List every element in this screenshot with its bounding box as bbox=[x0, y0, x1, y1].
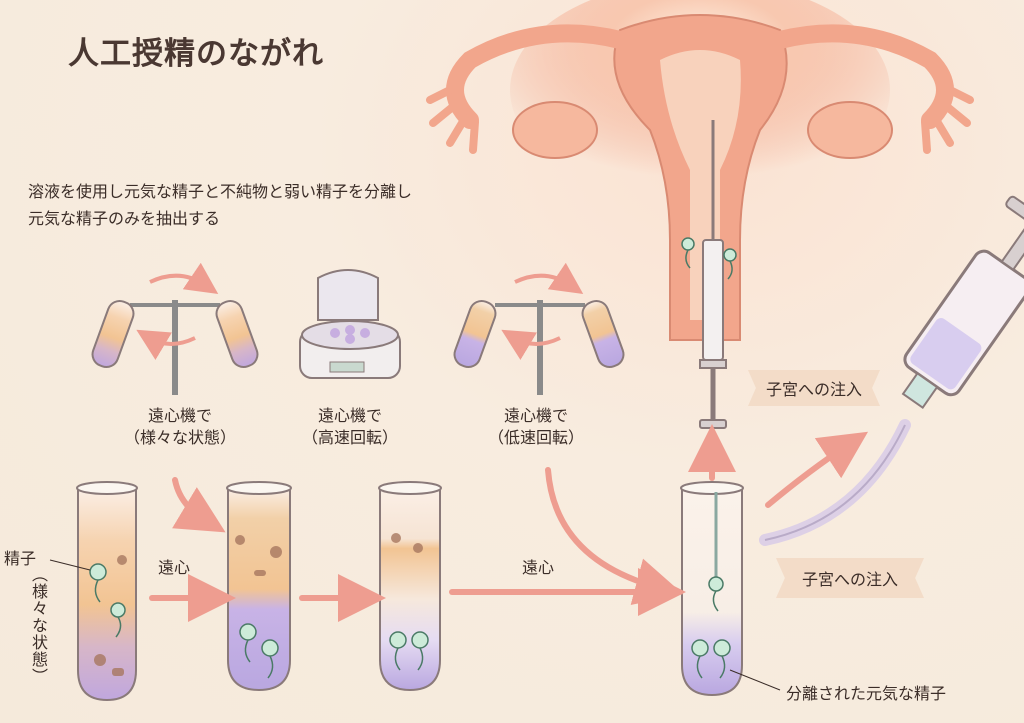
injection-banner-top: 子宮への注入 bbox=[748, 370, 881, 406]
step-label-3: 遠心機で （低速回転） bbox=[476, 405, 596, 449]
centrifuge-label-2: 遠心 bbox=[522, 558, 555, 577]
centrifuge-machine bbox=[299, 269, 401, 379]
step-label-2-line2: （高速回転） bbox=[301, 428, 398, 447]
centrifuge-stand-1 bbox=[91, 262, 259, 395]
description-line-2: 元気な精子のみを抽出する bbox=[28, 209, 221, 228]
step-label-1: 遠心機で （様々な状態） bbox=[120, 405, 240, 449]
sperm-label-sub: （様々な状態） bbox=[29, 566, 48, 685]
sperm-label: 精子 bbox=[4, 549, 37, 568]
uterus-illustration bbox=[426, 0, 974, 341]
syringe-illustration bbox=[901, 195, 1024, 410]
debris bbox=[94, 533, 423, 676]
centrifuge-stand-2 bbox=[453, 262, 625, 395]
step-label-2-line1: 遠心機で bbox=[317, 406, 382, 425]
page-title: 人工授精のながれ bbox=[68, 36, 324, 72]
test-tube-1 bbox=[76, 481, 138, 702]
centrifuge-label-1: 遠心 bbox=[158, 558, 191, 577]
separated-sperm-label: 分離された元気な精子 bbox=[786, 684, 947, 703]
test-tube-2 bbox=[226, 481, 292, 692]
description-line-1: 溶液を使用し元気な精子と不純物と弱い精子を分離し bbox=[28, 182, 413, 201]
step-label-1-line1: 遠心機で bbox=[147, 406, 212, 425]
test-tube-3 bbox=[378, 481, 442, 692]
injection-banner-bottom: 子宮への注入 bbox=[776, 558, 925, 598]
step-label-1-line2: （様々な状態） bbox=[123, 428, 236, 447]
flow-arrows bbox=[149, 424, 869, 622]
sperm-icons bbox=[89, 237, 737, 679]
step-label-3-line1: 遠心機で bbox=[503, 406, 568, 425]
step-label-3-line2: （低速回転） bbox=[487, 428, 584, 447]
step-label-2: 遠心機で （高速回転） bbox=[290, 405, 410, 449]
